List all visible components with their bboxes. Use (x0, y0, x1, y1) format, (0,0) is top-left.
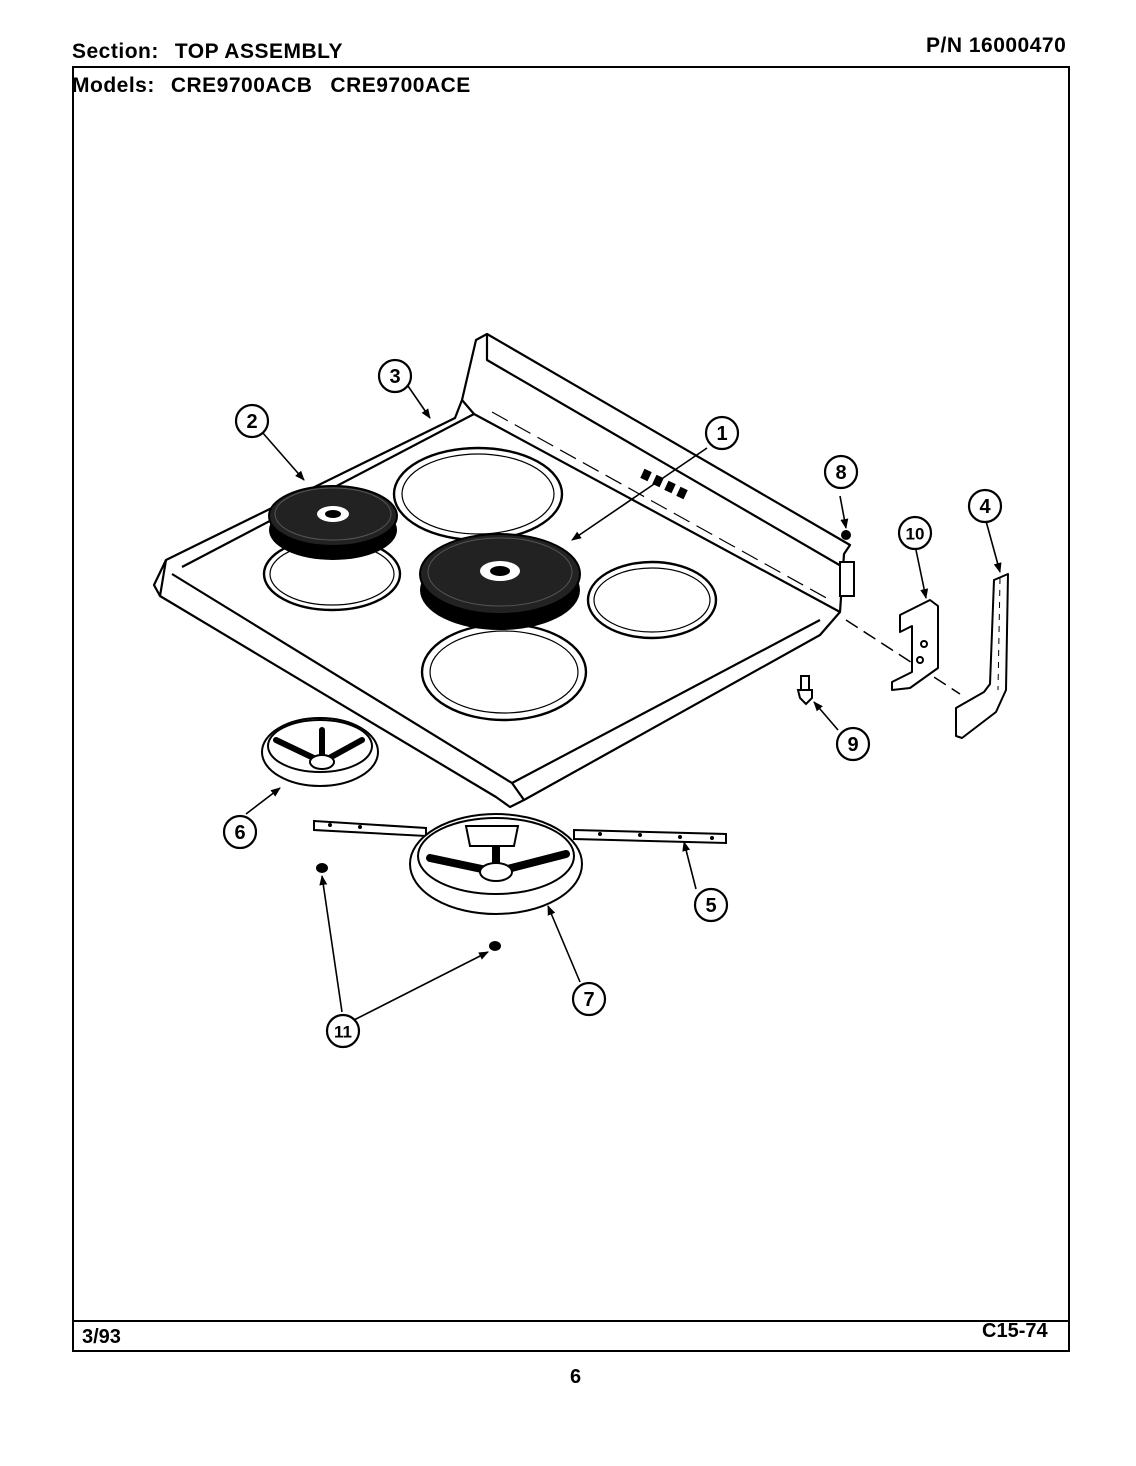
large-drip-bowl (409, 813, 583, 915)
callout-11: 11 (334, 1023, 352, 1042)
section-value: TOP ASSEMBLY (174, 40, 344, 63)
rail-5 (313, 819, 727, 845)
diagram-frame (72, 66, 1070, 1352)
figure-code: C15-74 (982, 1320, 1048, 1342)
callout-4: 4 (979, 496, 991, 518)
clip-9 (796, 675, 813, 706)
side-hardware (839, 561, 961, 695)
callout-7: 7 (583, 989, 594, 1011)
small-surface-element (268, 485, 398, 560)
section-label: Section: (72, 40, 159, 63)
part-number: P/N 16000470 (926, 34, 1067, 57)
model-1: CRE9700ACB (170, 74, 313, 97)
leader-lines (245, 385, 1002, 1021)
models-label: Models: (72, 74, 155, 97)
callout-2: 2 (246, 411, 257, 433)
section-line: Section: TOP ASSEMBLY (72, 40, 343, 64)
page-number: 6 (570, 1366, 582, 1388)
callout-circles (222, 358, 1003, 1049)
models-line: Models: CRE9700ACB CRE9700ACE (72, 74, 471, 98)
callout-8: 8 (835, 462, 846, 484)
revision-date: 3/93 (82, 1326, 121, 1348)
bracket-10 (891, 599, 939, 691)
screw-8 (841, 530, 851, 540)
small-drip-bowl (261, 717, 379, 787)
callout-10: 10 (906, 525, 925, 544)
model-2: CRE9700ACE (330, 74, 471, 97)
side-trim-4 (955, 573, 1009, 739)
callout-1: 1 (716, 423, 727, 445)
callout-6: 6 (234, 822, 245, 844)
nuts-11 (316, 863, 501, 951)
footer-divider (72, 1320, 1070, 1322)
large-surface-element (419, 533, 581, 630)
callout-3: 3 (389, 366, 400, 388)
callout-9: 9 (847, 734, 858, 756)
callout-5: 5 (705, 895, 716, 917)
